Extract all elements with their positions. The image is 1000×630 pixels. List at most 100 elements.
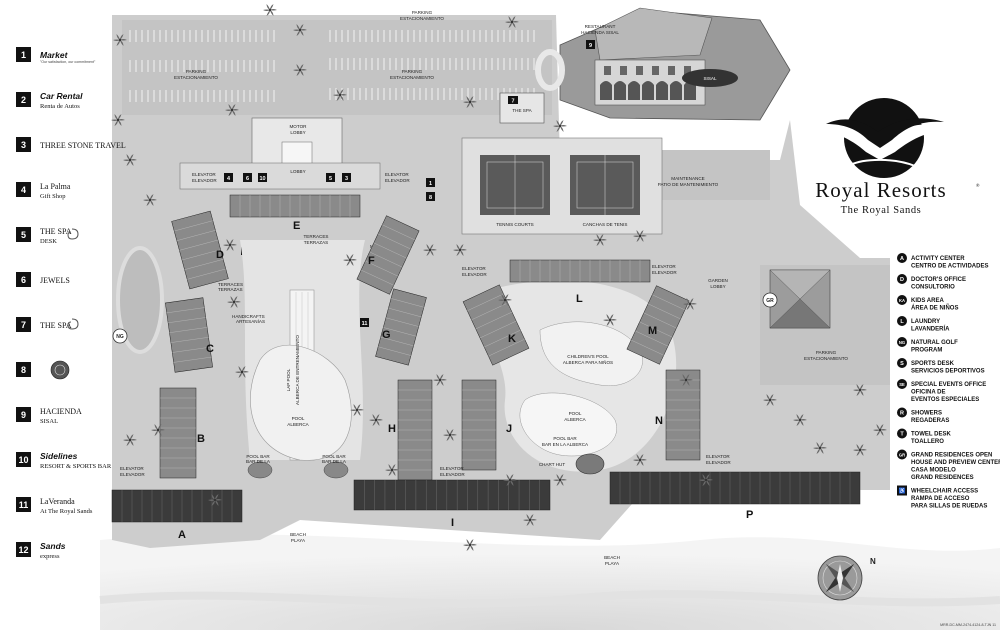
palm-leaf — [266, 10, 271, 17]
palm-tree-icon — [503, 473, 517, 487]
map-marker-1[interactable] — [426, 178, 435, 187]
palm-leaf — [232, 109, 239, 111]
sidebar-item-text: JEWELS — [40, 276, 70, 285]
palm-trunk — [684, 378, 688, 382]
palm-leaf — [118, 120, 122, 127]
childrens-pool-label: CHILDREN'S POOL — [567, 354, 609, 359]
tennis-courts[interactable]: TENNIS COURTS CANCHAS DE TENIS — [461, 137, 663, 235]
pool-bar-left[interactable] — [247, 461, 273, 479]
building-h[interactable] — [397, 379, 433, 481]
palm-leaf — [223, 244, 230, 246]
map-marker-label-4: 4 — [227, 176, 231, 182]
building-f[interactable] — [356, 215, 420, 295]
palm-leaf — [357, 410, 361, 417]
map-marker-10[interactable] — [258, 173, 267, 182]
building-p[interactable] — [609, 471, 861, 505]
legend-symbol-text: NG — [899, 340, 905, 345]
palm-leaf — [876, 430, 881, 437]
palm-leaf — [346, 253, 350, 260]
building-e[interactable] — [229, 194, 361, 218]
building-m[interactable] — [626, 285, 690, 365]
building-c[interactable] — [165, 297, 213, 373]
sidebar-item-text: LaVeranda — [40, 497, 75, 506]
map-marker-label-6: 6 — [246, 176, 249, 182]
palm-leaf — [640, 235, 647, 237]
palm-leaf — [690, 303, 697, 305]
palm-tree-icon — [225, 103, 239, 117]
legend-symbol-text: KA — [899, 298, 905, 303]
palm-leaf — [450, 434, 457, 436]
map-marker-6[interactable] — [243, 173, 252, 182]
svg-text:NG: NG — [116, 334, 124, 340]
sidebar-item-number-box — [16, 182, 31, 197]
pool-area[interactable]: POOL ALBERCA LAP POOL ALBERCA DE ENTRENA… — [240, 240, 365, 461]
palm-leaf — [460, 250, 464, 257]
map-marker-3[interactable] — [342, 173, 351, 182]
sidebar-item-text: HACIENDA — [40, 407, 82, 416]
sidebar-item-number: 12 — [18, 545, 28, 555]
wheelchair-icon — [897, 485, 907, 496]
map-marker-4[interactable] — [224, 173, 233, 182]
palm-leaf — [879, 423, 884, 430]
pool-bar-right[interactable] — [323, 461, 349, 479]
map-marker-9[interactable] — [586, 40, 595, 49]
palm-leaf — [636, 453, 640, 460]
map-marker-11[interactable] — [360, 318, 369, 327]
building-i[interactable] — [353, 479, 551, 511]
palm-leaf — [446, 435, 451, 442]
handicrafts-label2: ARTESANÍAS — [236, 318, 265, 324]
sidebar-item-text: Car Rental — [40, 91, 83, 101]
map-marker-5[interactable] — [326, 173, 335, 182]
building-k[interactable] — [462, 284, 530, 366]
unit-divider — [377, 233, 411, 250]
natural-golf-area[interactable]: NG — [112, 246, 164, 354]
palm-leaf — [856, 390, 861, 397]
palm-leaf — [470, 545, 474, 552]
legend-symbol-text: A — [900, 256, 904, 262]
palm-leaf — [556, 480, 561, 487]
legend-text: TOWEL DESK — [911, 432, 951, 438]
palm-leaf — [372, 413, 376, 420]
map-marker-label-8: 8 — [429, 195, 432, 201]
map-marker-8[interactable] — [426, 192, 435, 201]
building-j[interactable] — [461, 379, 497, 471]
palm-leaf — [530, 520, 534, 527]
terraces-label2: TERRAZAS — [304, 240, 329, 245]
grand-residences-building[interactable]: GR — [762, 269, 831, 329]
building-b[interactable] — [159, 387, 197, 479]
chart-hut[interactable] — [575, 453, 605, 475]
palm-leaf — [600, 239, 607, 241]
hacienda-sisal-building[interactable]: SISAL — [559, 7, 791, 121]
palm-leaf — [227, 301, 234, 303]
elevator-label-e: ELEVATOR — [706, 454, 730, 459]
palm-leaf — [229, 238, 234, 245]
terraces-label: TERRACES — [303, 234, 328, 239]
palm-leaf — [385, 469, 392, 471]
elevator-label-g2: ELEVADOR — [652, 270, 677, 275]
building-a[interactable] — [111, 489, 243, 523]
sidebar-item-8[interactable]: 8 — [16, 360, 70, 380]
building-d[interactable] — [171, 210, 229, 290]
palm-leaf — [799, 413, 804, 420]
palm-leaf — [860, 449, 867, 451]
legend-text: RAMPA DE ACCESO — [911, 496, 970, 502]
building-l[interactable] — [509, 259, 651, 283]
legend-symbol — [897, 253, 907, 263]
childrens-pool-area[interactable]: CHILDREN'S POOL ALBERCA PARA NIÑOS POOL … — [484, 280, 677, 475]
building-n[interactable] — [665, 369, 701, 461]
palm-leaf — [859, 383, 864, 390]
the-spa-building[interactable] — [499, 92, 545, 124]
building-g[interactable] — [375, 288, 427, 366]
